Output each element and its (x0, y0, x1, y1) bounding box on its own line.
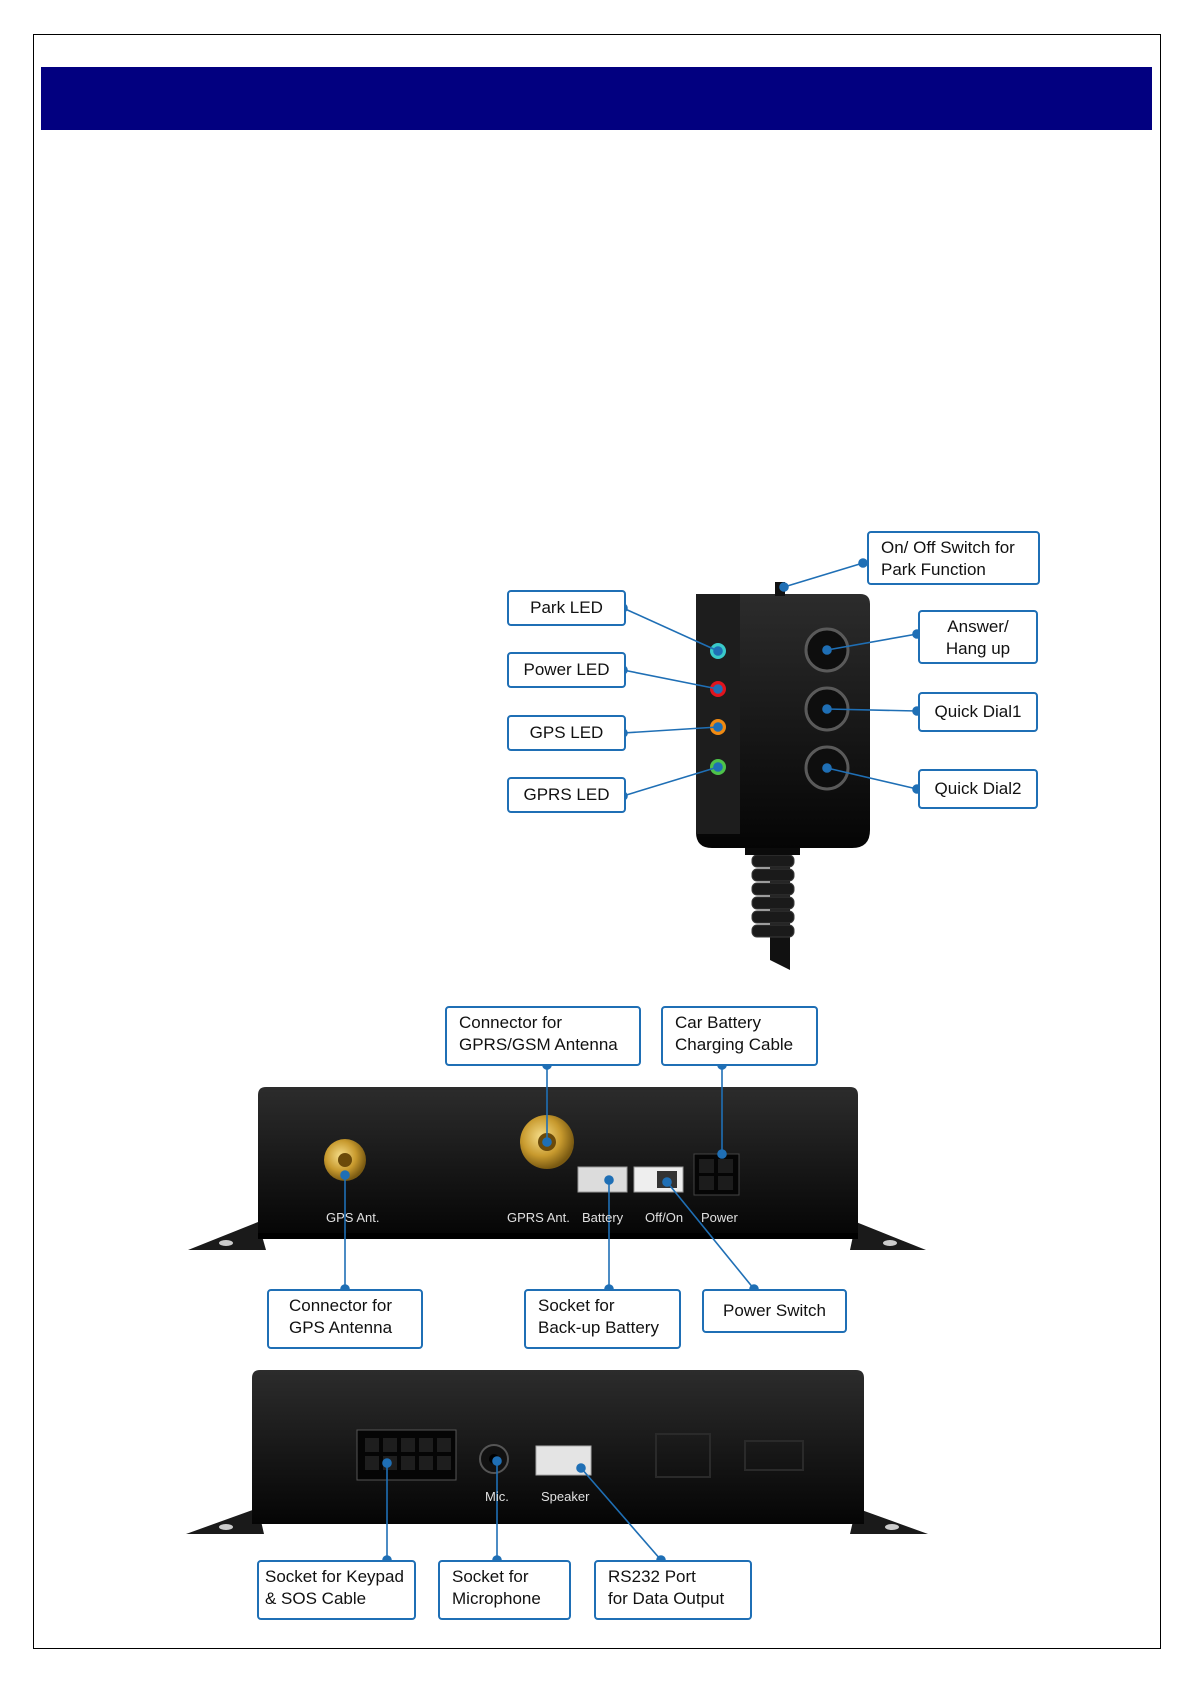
callout-answer-line2: Hang up (945, 639, 1011, 658)
port-label-mic: Mic. (485, 1489, 509, 1504)
callout-gprs-antenna: Connector for GPRS/GSM Antenna (445, 1006, 641, 1066)
port-label-offon: Off/On (645, 1210, 683, 1225)
callout-park-led-label: Park LED (530, 598, 603, 617)
callout-power-led-label: Power LED (523, 660, 610, 679)
callout-quick-dial2-label: Quick Dial2 (934, 779, 1022, 798)
header-bar (41, 67, 1152, 130)
callout-answer-line1: Answer/ (947, 617, 1009, 636)
callout-rs232-port: RS232 Port for Data Output (594, 1560, 752, 1620)
tracker-back-unit (186, 1370, 928, 1534)
page-frame (33, 34, 1161, 1649)
callout-microphone-socket: Socket for Microphone (438, 1560, 571, 1620)
callout-gprs-led: GPRS LED (507, 777, 626, 813)
port-label-gprs: GPRS Ant. (507, 1210, 570, 1225)
port-label-speaker: Speaker (541, 1489, 590, 1504)
callout-power-switch: Power Switch (702, 1289, 847, 1333)
callout-quick-dial1: Quick Dial1 (918, 692, 1038, 732)
callout-car-battery: Car Battery Charging Cable (661, 1006, 818, 1066)
callout-backup-battery: Socket for Back-up Battery (524, 1289, 681, 1349)
callout-backup-battery-line2: Back-up Battery (538, 1318, 659, 1337)
callout-power-led: Power LED (507, 652, 626, 688)
port-label-power: Power (701, 1210, 739, 1225)
callout-gprs-antenna-line1: Connector for (459, 1013, 562, 1032)
tracker-front-unit (188, 1087, 926, 1250)
callout-gps-led: GPS LED (507, 715, 626, 751)
callout-park-switch: On/ Off Switch for Park Function (867, 531, 1040, 585)
callout-gps-led-label: GPS LED (529, 723, 604, 742)
callout-quick-dial1-label: Quick Dial1 (934, 702, 1022, 721)
callout-rs232-port-line2: for Data Output (608, 1589, 725, 1608)
port-labels: GPS Ant. GPRS Ant. Battery Off/On Power … (326, 1210, 739, 1504)
callout-gps-antenna: Connector for GPS Antenna (267, 1289, 423, 1349)
callout-car-battery-line2: Charging Cable (675, 1035, 794, 1054)
callout-rs232-port-line1: RS232 Port (608, 1567, 696, 1586)
callout-gps-antenna-line1: Connector for (289, 1296, 392, 1315)
callout-park-led: Park LED (507, 590, 626, 626)
callout-gprs-led-label: GPRS LED (523, 785, 610, 804)
callout-keypad-socket: Socket for Keypad & SOS Cable (257, 1560, 416, 1620)
callout-gps-antenna-line2: GPS Antenna (289, 1318, 393, 1337)
callout-microphone-socket-line2: Microphone (452, 1589, 541, 1608)
port-label-gps: GPS Ant. (326, 1210, 379, 1225)
callout-backup-battery-line1: Socket for (538, 1296, 615, 1315)
callout-park-switch-line2: Park Function (881, 560, 986, 579)
callout-keypad-socket-line1: Socket for Keypad (265, 1567, 404, 1586)
callout-quick-dial2: Quick Dial2 (918, 769, 1038, 809)
keypad-device (696, 582, 870, 970)
callout-gprs-antenna-line2: GPRS/GSM Antenna (459, 1035, 618, 1054)
callout-power-switch-label: Power Switch (723, 1301, 826, 1320)
callout-answer: Answer/ Hang up (918, 610, 1038, 664)
callout-microphone-socket-line1: Socket for (452, 1567, 529, 1586)
port-label-battery: Battery (582, 1210, 624, 1225)
callout-keypad-socket-line2: & SOS Cable (265, 1589, 367, 1608)
callout-car-battery-line1: Car Battery (675, 1013, 761, 1032)
callout-park-switch-line1: On/ Off Switch for (881, 538, 1015, 557)
